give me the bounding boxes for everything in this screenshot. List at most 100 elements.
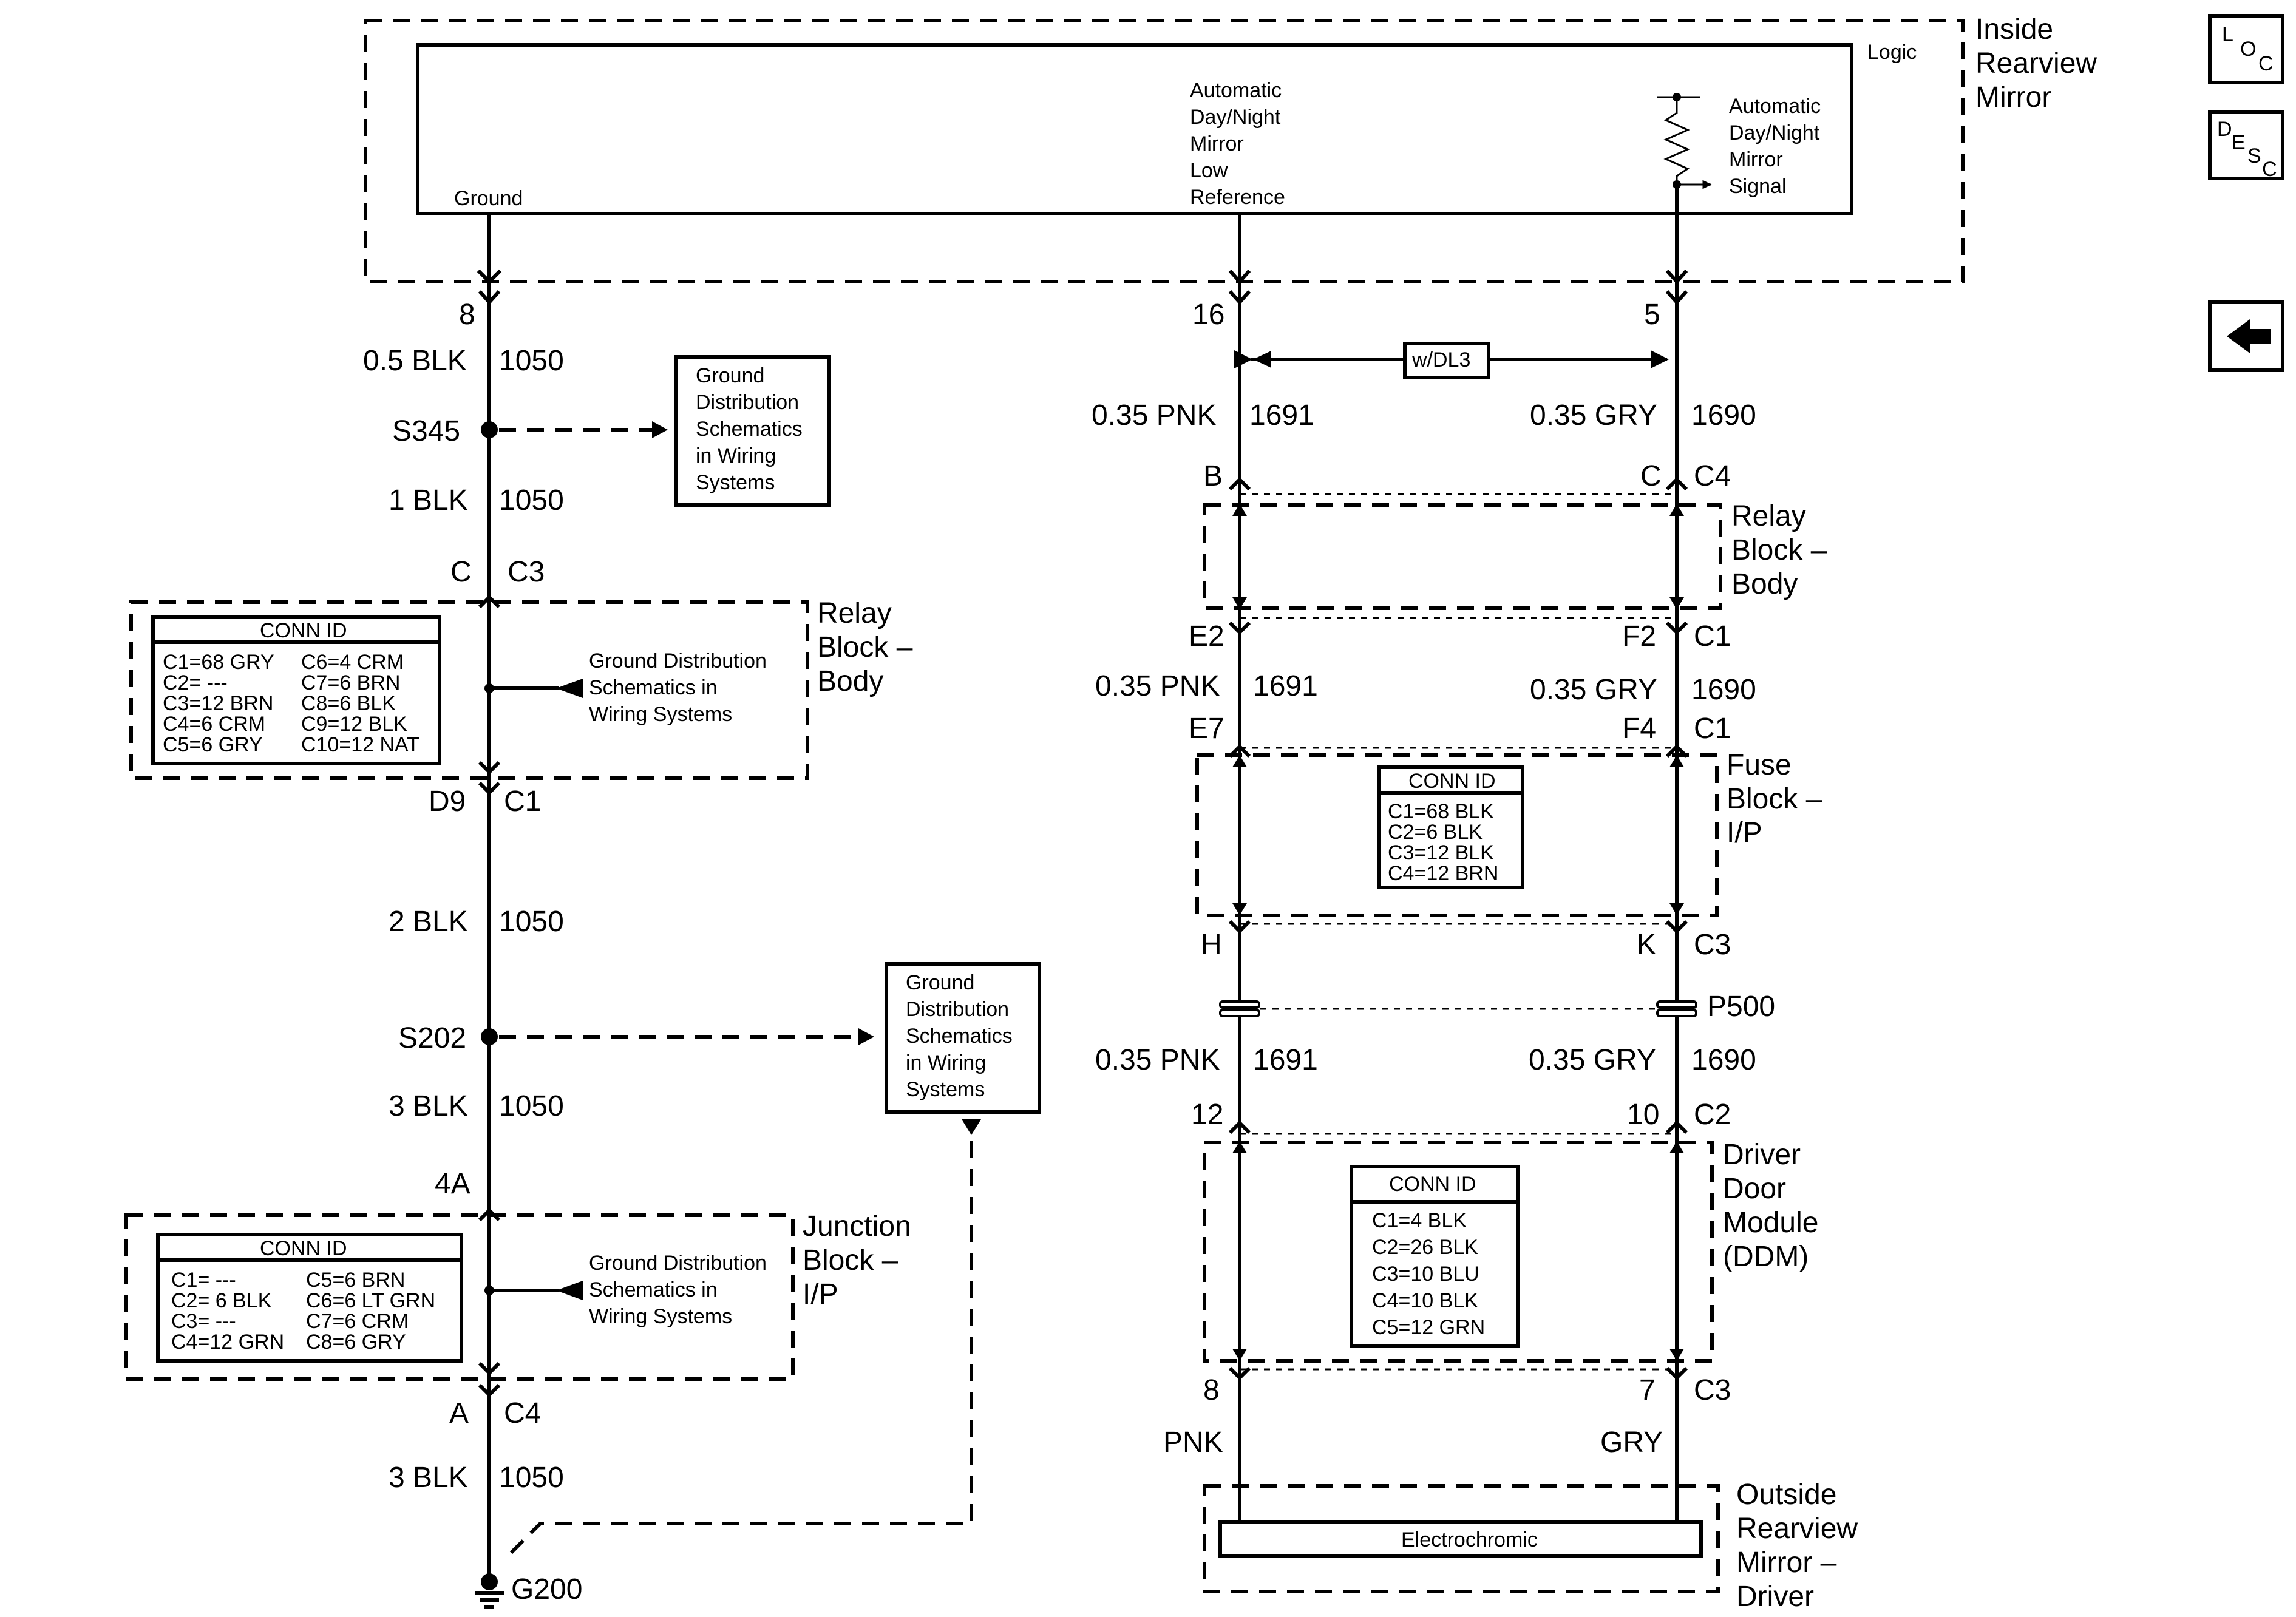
right-relay-title-2: Block – xyxy=(1731,534,1827,566)
s345-label: S345 xyxy=(392,415,460,447)
low-ref-label-5: Reference xyxy=(1190,186,1285,209)
pnk3-circuit: 1691 xyxy=(1253,1044,1318,1076)
relay-conn-r1c2: C6=4 CRM xyxy=(301,651,404,674)
left-pin-a: A xyxy=(449,1397,469,1429)
left-conn-c4: C4 xyxy=(504,1397,541,1429)
junction-conn-r1c2: C5=6 BRN xyxy=(306,1269,405,1292)
relay-conn-r1c1: C1=68 GRY xyxy=(163,651,274,674)
gry2-circuit: 1690 xyxy=(1691,674,1756,706)
junction-title-1: Junction xyxy=(803,1210,911,1242)
resistor-symbol xyxy=(1657,93,1712,189)
right-pin-8: 8 xyxy=(1203,1374,1220,1406)
left-relay-title-1: Relay xyxy=(817,597,892,629)
pnk1-circuit: 1691 xyxy=(1249,399,1314,432)
ddm-title-3: Module xyxy=(1723,1207,1818,1239)
g200-label: G200 xyxy=(511,1573,582,1605)
gds1-line1: Ground xyxy=(696,364,764,387)
gds2-line3: Schematics xyxy=(906,1025,1013,1048)
gds1-line2: Distribution xyxy=(696,391,799,414)
right-pin-7: 7 xyxy=(1639,1374,1656,1406)
signal-label-4: Signal xyxy=(1729,175,1787,198)
relay-gds-line1: Ground Distribution xyxy=(589,649,767,673)
gds1-line3: Schematics xyxy=(696,418,803,441)
junction-conn-r3c1: C3= --- xyxy=(171,1310,236,1333)
junction-title-3: I/P xyxy=(803,1278,838,1310)
gry2-size: 0.35 GRY xyxy=(1530,674,1657,706)
junction-conn-r4c1: C4=12 GRN xyxy=(171,1331,284,1354)
relay-conn-r5c1: C5=6 GRY xyxy=(163,733,263,756)
fuse-title-3: I/P xyxy=(1727,817,1762,849)
signal-label-1: Automatic xyxy=(1729,95,1821,118)
p500-label: P500 xyxy=(1707,991,1775,1023)
gds1-line4: in Wiring xyxy=(696,444,776,467)
ddm-title-4: (DDM) xyxy=(1723,1241,1809,1273)
left-conn-c1: C1 xyxy=(504,785,541,818)
junction-gds-line3: Wiring Systems xyxy=(589,1305,732,1328)
left-w1-circuit: 1050 xyxy=(499,345,564,377)
low-ref-label-3: Mirror xyxy=(1190,132,1244,155)
fuse-conn-r1: C1=68 BLK xyxy=(1388,800,1494,823)
junction-title-2: Block – xyxy=(803,1244,898,1276)
fuse-conn-r2: C2=6 BLK xyxy=(1388,821,1483,844)
pnk2-size: 0.35 PNK xyxy=(1095,670,1220,702)
outside-title-3: Mirror – xyxy=(1736,1547,1837,1579)
relay-gds-line3: Wiring Systems xyxy=(589,703,732,726)
ddm-conn-title: CONN ID xyxy=(1389,1173,1476,1196)
pnk1-size: 0.35 PNK xyxy=(1092,399,1216,432)
left-w1-size: 0.5 BLK xyxy=(363,345,467,377)
left-w2-circuit: 1050 xyxy=(499,484,564,517)
gds2-line4: in Wiring xyxy=(906,1051,986,1074)
right-pin-10: 10 xyxy=(1627,1099,1659,1131)
s202-label: S202 xyxy=(398,1022,466,1054)
low-ref-label-4: Low xyxy=(1190,159,1228,182)
relay-gds-line2: Schematics in xyxy=(589,676,718,699)
gry3-size: 0.35 GRY xyxy=(1529,1044,1656,1076)
signal-label-2: Day/Night xyxy=(1729,121,1820,144)
right-signal-circuits: 16 5 w/DL3 0.35 PNK 1691 0.35 GRY 1690 B… xyxy=(1092,185,1858,1613)
right-pin-16: 16 xyxy=(1192,299,1224,331)
loc-button[interactable]: L O C xyxy=(2208,14,2284,84)
relay-conn-r5c2: C10=12 NAT xyxy=(301,733,419,756)
left-w5-size: 3 BLK xyxy=(389,1462,468,1494)
pnk2-circuit: 1691 xyxy=(1253,670,1318,702)
mirror-title-2: Rearview xyxy=(1975,47,2097,80)
left-ground-circuit: 8 0.5 BLK 1050 S345 Ground Distribution … xyxy=(124,214,1041,1609)
desc-button[interactable]: D E S C xyxy=(2208,110,2284,181)
svg-text:E: E xyxy=(2232,131,2246,154)
electrochromic-label: Electrochromic xyxy=(1401,1528,1538,1551)
low-ref-label-1: Automatic xyxy=(1190,79,1282,102)
ddm-conn-r5: C5=12 GRN xyxy=(1372,1316,1485,1339)
right-pin-e2: E2 xyxy=(1189,620,1224,653)
back-button[interactable] xyxy=(2208,300,2284,372)
relay-conn-r3c2: C8=6 BLK xyxy=(301,692,396,715)
fuse-title-1: Fuse xyxy=(1727,749,1792,781)
junction-gds-line2: Schematics in xyxy=(589,1278,718,1301)
inside-mirror-component: Inside Rearview Mirror Logic Ground Auto… xyxy=(364,13,2097,283)
gry1-circuit: 1690 xyxy=(1691,399,1756,432)
left-pin-8: 8 xyxy=(459,299,475,331)
right-conn-c1a: C1 xyxy=(1694,620,1731,653)
right-pin-5: 5 xyxy=(1644,299,1660,331)
left-w4-size: 3 BLK xyxy=(389,1090,468,1122)
p500-passthrough-icon xyxy=(1219,1000,1697,1017)
right-conn-c1b: C1 xyxy=(1694,713,1731,745)
svg-text:D: D xyxy=(2217,118,2232,141)
left-arrow-icon xyxy=(2227,319,2271,353)
left-pin-4a: 4A xyxy=(435,1168,470,1200)
left-w2-size: 1 BLK xyxy=(389,484,468,517)
gry-label: GRY xyxy=(1600,1426,1663,1459)
left-w3-circuit: 1050 xyxy=(499,906,564,938)
fuse-title-2: Block – xyxy=(1727,783,1822,815)
outside-title-2: Rearview xyxy=(1736,1513,1858,1545)
gds2-line1: Ground xyxy=(906,971,974,994)
option-dl3-label: w/DL3 xyxy=(1411,348,1470,371)
outside-title-4: Driver xyxy=(1736,1581,1814,1613)
right-pin-k: K xyxy=(1637,929,1656,961)
mirror-title-1: Inside xyxy=(1975,13,2053,46)
right-pin-12: 12 xyxy=(1191,1099,1223,1131)
right-pin-f2: F2 xyxy=(1622,620,1656,653)
svg-text:C: C xyxy=(2262,158,2277,181)
ddm-title-2: Door xyxy=(1723,1173,1786,1205)
svg-text:S: S xyxy=(2247,144,2261,168)
right-relay-title-1: Relay xyxy=(1731,500,1806,532)
